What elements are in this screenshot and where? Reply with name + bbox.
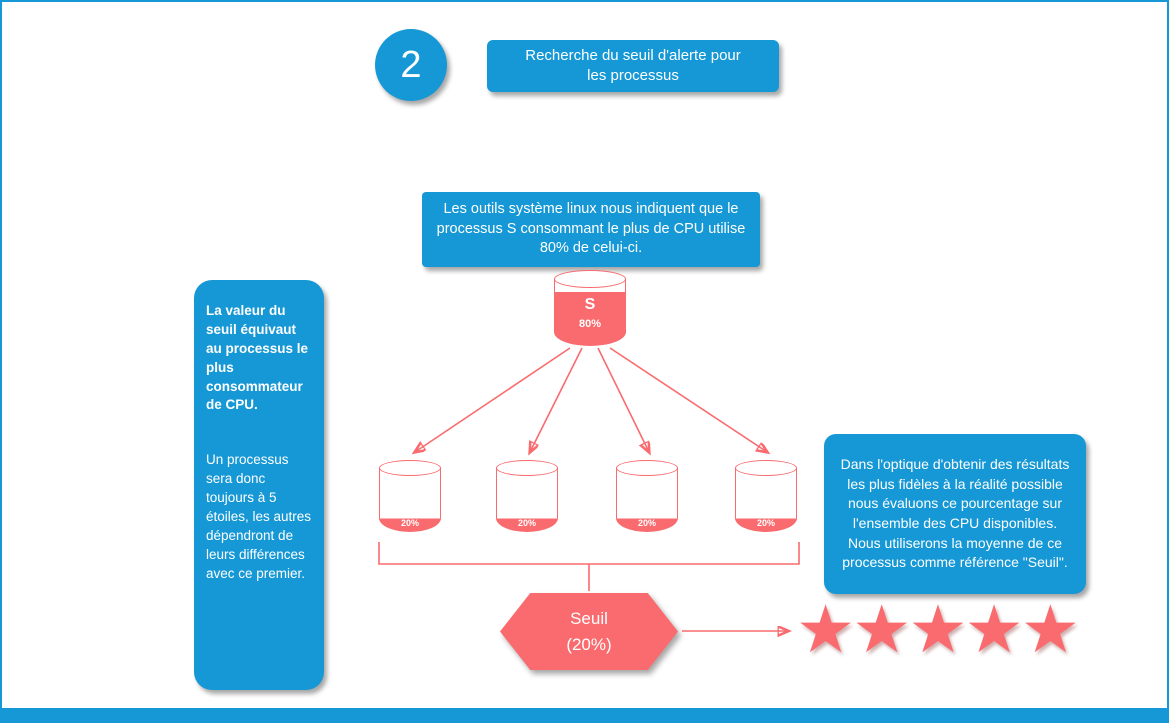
cpu-cylinder-2: 20% <box>496 460 558 532</box>
cylinder-percent: 20% <box>637 518 656 528</box>
cylinder-top <box>616 460 678 476</box>
callout-top: Les outils système linux nous indiquent … <box>422 192 760 267</box>
cylinder-label: S <box>584 296 596 313</box>
cylinder-fill <box>496 468 558 532</box>
process-s-cylinder: S 80% <box>554 270 626 346</box>
bracket-line <box>378 542 800 565</box>
star-icon: ★ <box>1020 592 1080 666</box>
arrow-s-to-cpu3 <box>597 347 649 452</box>
cylinder-top <box>379 460 441 476</box>
callout-right: Dans l'optique d'obtenir des résultats l… <box>824 434 1086 594</box>
callout-left-bold-text: La valeur du seuil équivaut au processus… <box>206 303 309 413</box>
bottom-bar <box>2 708 1167 721</box>
cylinder-percent: 20% <box>400 518 419 528</box>
cylinder-top <box>554 270 626 288</box>
cylinder-top <box>496 460 558 476</box>
stars-row: ★★★★★ <box>796 591 1080 667</box>
cylinder-fill <box>735 468 797 532</box>
page-title-text: Recherche du seuil d'alerte pour les pro… <box>525 46 741 84</box>
cpu-cylinder-4: 20% <box>735 460 797 532</box>
cpu-cylinder-3: 20% <box>616 460 678 532</box>
callout-left: La valeur du seuil équivaut au processus… <box>194 280 324 690</box>
callout-top-text: Les outils système linux nous indiquent … <box>436 201 746 257</box>
seuil-label-line1: Seuil <box>570 609 608 628</box>
cylinder-percent: 80% <box>578 318 602 330</box>
cylinder-top <box>735 460 797 476</box>
callout-left-body-text: Un processus sera donc toujours à 5 étoi… <box>206 452 312 581</box>
step-number: 2 <box>400 43 422 86</box>
seuil-hexagon-shape: Seuil (20%) <box>500 593 678 670</box>
cylinder-fill <box>379 468 441 532</box>
star-icon: ★ <box>852 592 912 666</box>
star-icon: ★ <box>908 592 968 666</box>
arrow-s-to-cpu2 <box>530 347 583 452</box>
seuil-hexagon: Seuil (20%) <box>500 593 678 670</box>
cpu-cylinder-1: 20% <box>379 460 441 532</box>
arrow-s-to-cpu1 <box>415 347 571 452</box>
arrow-s-to-cpu4 <box>609 347 767 452</box>
star-icon: ★ <box>796 592 856 666</box>
star-icon: ★ <box>964 592 1024 666</box>
callout-right-text: Dans l'optique d'obtenir des résultats l… <box>840 456 1070 571</box>
step-number-badge: 2 <box>375 29 447 101</box>
cylinder-fill <box>616 468 678 532</box>
cylinder-fill <box>554 279 626 346</box>
page-title: Recherche du seuil d'alerte pour les pro… <box>487 40 779 92</box>
seuil-label-line2: (20%) <box>566 634 612 654</box>
cylinder-percent: 20% <box>517 518 536 528</box>
cylinder-percent: 20% <box>756 518 775 528</box>
